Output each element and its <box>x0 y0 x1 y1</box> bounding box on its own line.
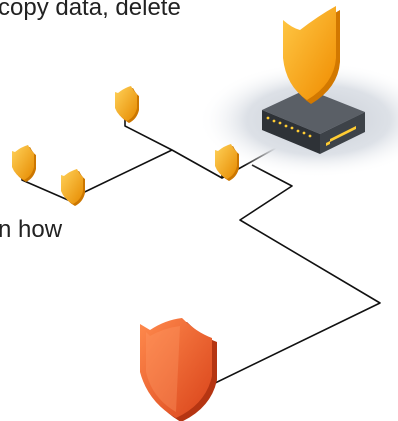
small-shield-icon-top <box>115 86 139 123</box>
caption-text-middle: n how <box>0 216 63 243</box>
small-shield-icon-center <box>215 144 239 181</box>
router-icon <box>262 89 365 154</box>
link-router-to-attacker <box>175 164 381 403</box>
small-shield-icon-bottom-left <box>61 169 85 206</box>
link-left-nodes <box>21 149 173 201</box>
attacker-shield-icon <box>140 318 217 421</box>
large-shield-icon <box>283 6 340 104</box>
caption-text-top: copy data, delete <box>0 0 181 21</box>
small-shield-icon-left <box>12 145 36 182</box>
